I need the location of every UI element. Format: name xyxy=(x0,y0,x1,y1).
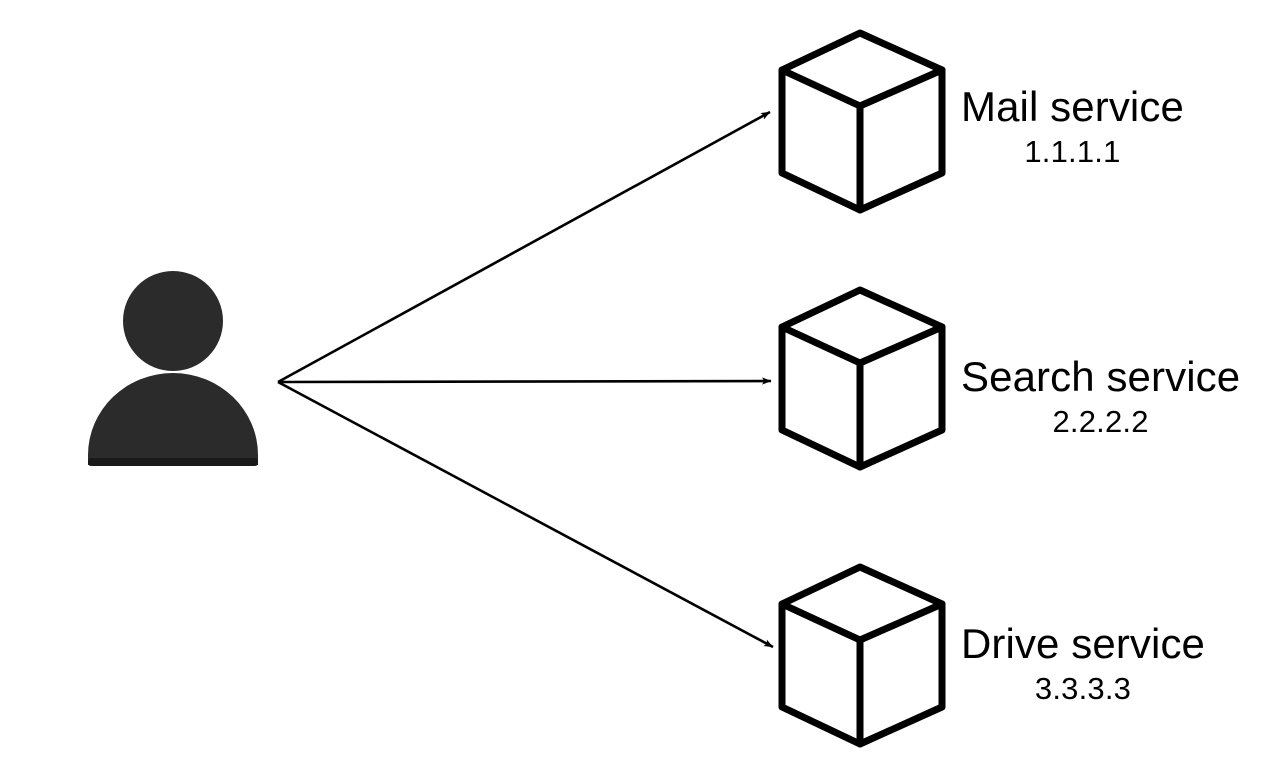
node-title-search: Search service xyxy=(961,353,1241,400)
cube-icon-search[interactable] xyxy=(778,286,946,471)
cube-icon-drive[interactable] xyxy=(778,563,946,748)
edge-actor-to-drive[interactable] xyxy=(277,380,774,649)
person-body-icon xyxy=(88,373,258,465)
actor-person-icon[interactable] xyxy=(88,271,258,466)
node-label-search: Search service 2.2.2.2 xyxy=(961,353,1241,440)
node-ip-mail: 1.1.1.1 xyxy=(1024,134,1121,170)
node-label-drive: Drive service 3.3.3.3 xyxy=(961,620,1206,707)
node-title-mail: Mail service xyxy=(961,83,1184,130)
person-base-icon xyxy=(88,458,258,466)
node-ip-drive: 3.3.3.3 xyxy=(1034,671,1132,707)
person-head-icon xyxy=(123,271,223,371)
edge-actor-to-mail[interactable] xyxy=(277,110,771,384)
node-label-mail: Mail service 1.1.1.1 xyxy=(961,83,1184,170)
cube-icon-mail[interactable] xyxy=(778,29,946,214)
edge-actor-to-search[interactable] xyxy=(277,377,772,385)
node-title-drive: Drive service xyxy=(961,620,1206,667)
node-ip-search: 2.2.2.2 xyxy=(1052,404,1149,440)
